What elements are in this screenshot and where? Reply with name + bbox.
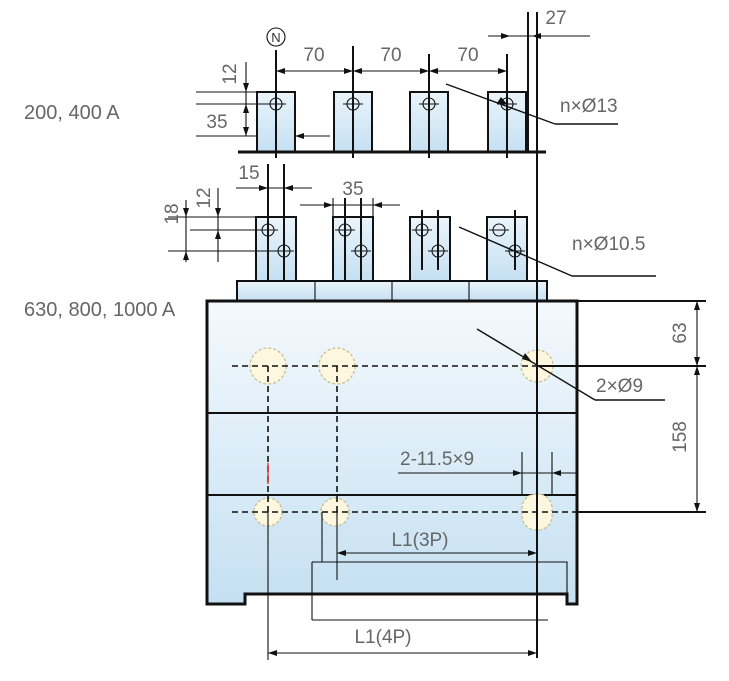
bottom-dimensions: L1(3P) L1(4P) xyxy=(267,512,537,660)
dim-l1-4p: L1(4P) xyxy=(354,627,411,648)
rating-label-large: 630, 800, 1000 A xyxy=(24,299,176,321)
dim-pitch-1: 70 xyxy=(303,45,324,66)
dim-offset-27: 27 xyxy=(545,8,566,29)
neutral-marker-label: N xyxy=(271,30,280,45)
dim-35-mid: 35 xyxy=(342,179,363,200)
right-dimensions: 63 158 2×Ø9 2-11.5×9 xyxy=(398,300,706,513)
dim-15: 15 xyxy=(238,163,259,184)
dim-18: 18 xyxy=(162,203,183,224)
hole-spec-13: n×Ø13 xyxy=(560,96,618,117)
dim-12-top: 12 xyxy=(220,63,241,84)
hole-spec-10-5: n×Ø10.5 xyxy=(572,234,645,255)
dim-pitch-2: 70 xyxy=(380,45,401,66)
mount-holes-spec: 2×Ø9 xyxy=(596,376,643,397)
neutral-marker-icon xyxy=(266,27,286,47)
dim-158: 158 xyxy=(670,421,691,453)
dim-12-mid: 12 xyxy=(194,187,215,208)
dim-pitch-3: 70 xyxy=(457,45,478,66)
dim-35-top: 35 xyxy=(206,112,227,133)
rating-label-small: 200, 400 A xyxy=(24,102,120,124)
slot-spec: 2-11.5×9 xyxy=(400,449,474,470)
dim-l1-3p: L1(3P) xyxy=(391,530,448,551)
breaker-body xyxy=(205,12,580,658)
terminal-row-large: 15 35 18 12 n×Ø10.5 630, 800, 1000 A xyxy=(24,163,656,321)
dim-63: 63 xyxy=(670,322,691,343)
